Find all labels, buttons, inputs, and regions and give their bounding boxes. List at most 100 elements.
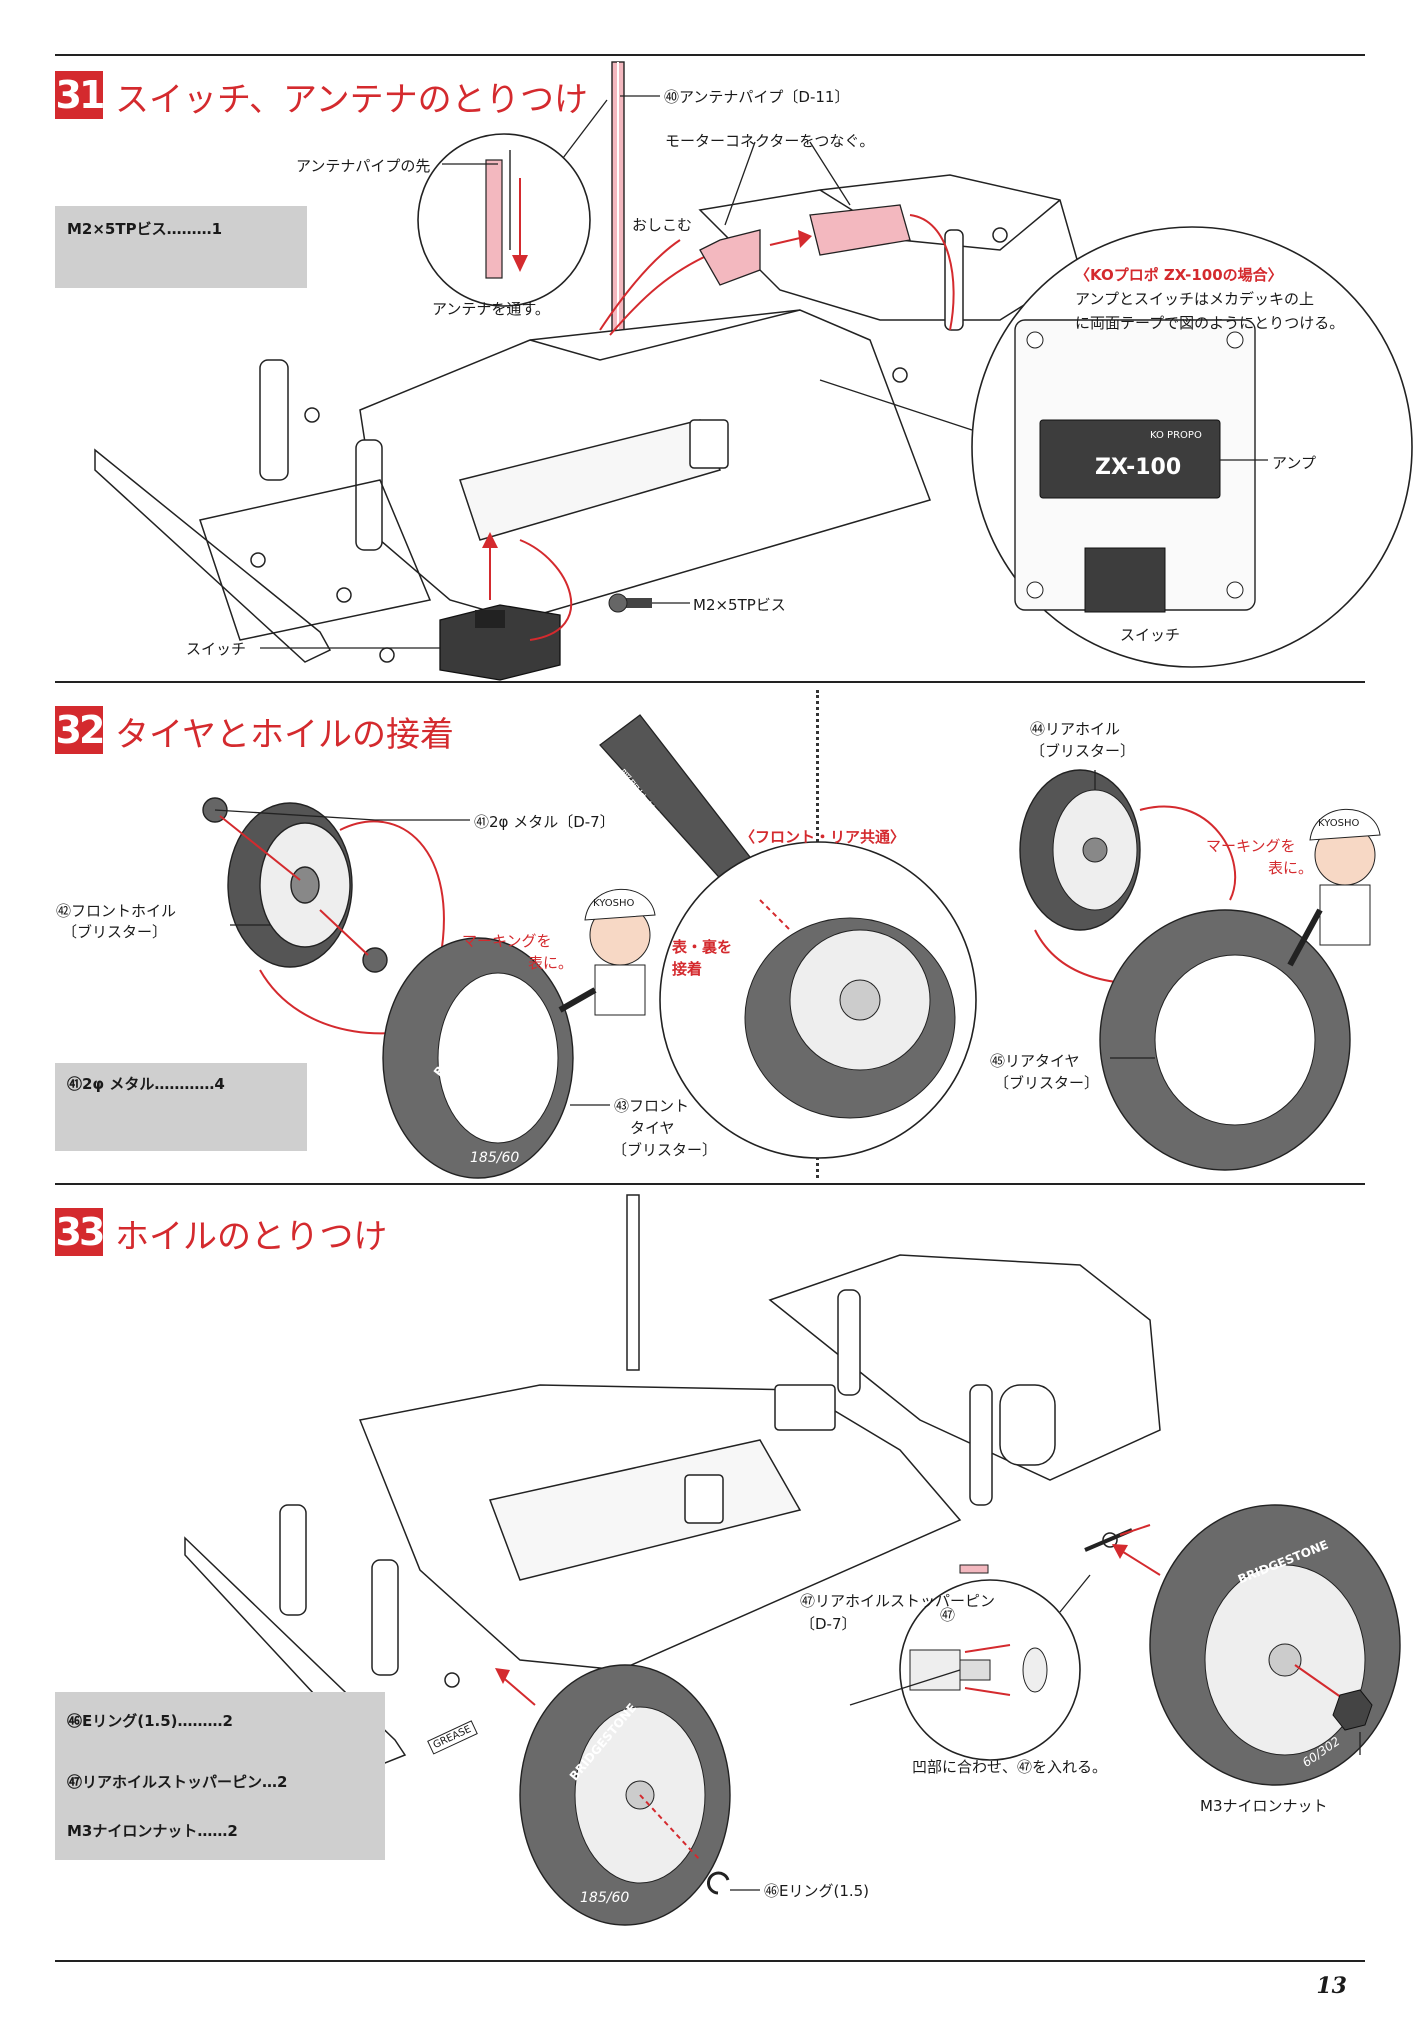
label-front-rear-common: 〈フロント・リア共通〉 (740, 828, 906, 846)
step-33-number: 33 (55, 1208, 105, 1256)
label-motor-connector: モーターコネクターをつなぐ。 (665, 132, 875, 150)
label-screw: M2×5TPビス (693, 596, 786, 614)
label-both-sides-1: 表・裏を (672, 938, 733, 956)
section-divider-31-32 (55, 681, 1365, 683)
label-front-tire-3: 〔ブリスター〕 (612, 1141, 718, 1159)
e-ring-illustration (706, 1871, 760, 1895)
tire-brand-rear: BRIDGESTONE (1190, 973, 1286, 1021)
part-qty: 1 (211, 220, 223, 238)
label-e-ring: ㊻Eリング(1.5) (764, 1882, 870, 1900)
tire-size-33-front: 185/60 (580, 1890, 630, 1906)
step-33-title: ホイルのとりつけ (115, 1217, 388, 1257)
label-ko-case-note-1: アンプとスイッチはメカデッキの上 (1075, 290, 1314, 308)
parts-row-stopper-pin: ㊼リアホイルストッパーピン…2 (67, 1771, 287, 1792)
label-stopper-pin-1: ㊼リアホイルストッパーピン (800, 1592, 996, 1610)
step-31-number: 31 (55, 71, 105, 119)
label-marking-rear-2: 表に。 (1268, 859, 1314, 877)
label-front-wheel-2: 〔ブリスター〕 (62, 923, 168, 941)
label-grease-tag: GREASE (427, 1720, 478, 1755)
label-align-note: 凹部に合わせ、㊼を入れる。 (912, 1758, 1108, 1776)
antenna-tip-zoom-circle (417, 99, 608, 307)
label-pin-num: ㊼ (940, 1606, 956, 1624)
section-32-dotted-divider (816, 690, 819, 1178)
page-number: 13 (1316, 1973, 1347, 1999)
label-metal-bearing: ㊶2φ メタル〔D-7〕 (474, 813, 615, 831)
label-push-in: おしこむ (632, 216, 693, 234)
label-stopper-pin-2: 〔D-7〕 (800, 1615, 857, 1633)
part-dots: ……… (166, 220, 212, 238)
parts-row-nylon-nut: M3ナイロンナット……2 (67, 1820, 238, 1841)
parts-row-m2x5-screw: M2×5TPビス………1 (67, 218, 222, 239)
label-marking-front-2: 表に。 (528, 954, 574, 972)
tp-screw-illustration (608, 593, 690, 613)
leader-lines (214, 95, 1361, 1755)
tire-brand-front: BRIDGESTONE (430, 994, 502, 1080)
step-31-title: スイッチ、アンテナのとりつけ (115, 80, 588, 120)
part-name: M3ナイロンナット (67, 1822, 198, 1840)
label-marking-front-1: マーキングを (462, 932, 552, 950)
label-antenna-pipe: ㊵アンテナパイプ〔D-11〕 (664, 88, 850, 106)
tire-size-33-rear: 60/302 (1299, 1734, 1343, 1770)
part-name: ㊶2φ メタル (67, 1075, 155, 1093)
parts-icons (156, 251, 376, 1849)
part-dots: …… (197, 1822, 228, 1840)
parts-row-metal: ㊶2φ メタル…………4 (67, 1073, 225, 1094)
section-divider-32-33 (55, 1183, 1365, 1185)
antenna-pipe-illustration (611, 61, 625, 335)
label-ko-case-note-2: に両面テープで図のようにとりつける。 (1075, 314, 1345, 332)
front-tire-33-illustration (495, 1664, 731, 1926)
rear-tire-illustration (1099, 909, 1351, 1171)
motor-connector-illustration (699, 204, 955, 331)
part-qty: 2 (222, 1712, 233, 1730)
label-front-tire-1: ㊸フロント (614, 1097, 690, 1115)
label-marking-rear-1: マーキングを (1206, 837, 1296, 855)
label-amp: アンプ (1272, 454, 1316, 472)
parts-row-e-ring: ㊻Eリング(1.5)………2 (67, 1710, 233, 1731)
front-wheel-illustration (202, 797, 471, 1035)
top-rule (55, 54, 1365, 56)
rear-tire-33-illustration (1112, 1504, 1401, 1786)
label-switch-inset: スイッチ (1120, 626, 1181, 644)
kyosho-cap-text-1: KYOSHO (593, 898, 635, 909)
tire-brand-33-rear: BRIDGESTONE (1235, 1537, 1331, 1587)
label-both-sides-2: 接着 (672, 960, 703, 978)
step-32-parts-box: ㊶2φ メタル…………4 (55, 1063, 307, 1151)
part-dots: … (262, 1773, 278, 1791)
rear-axle-stopper-pin (959, 1524, 1151, 1574)
part-qty: 2 (227, 1822, 238, 1840)
label-rear-wheel-2: 〔ブリスター〕 (1030, 742, 1136, 760)
part-name: ㊼リアホイルストッパーピン (67, 1773, 263, 1791)
label-ko-case-title: 〈KOプロポ ZX-100の場合〉 (1075, 266, 1283, 284)
tire-size-front: 185/60 (470, 1150, 520, 1166)
label-rear-wheel-1: ㊹リアホイル (1030, 720, 1121, 738)
part-qty: 4 (214, 1075, 225, 1093)
label-glue-bottle: 瞬間接着剤 (613, 767, 665, 828)
label-nylon-nut: M3ナイロンナット (1200, 1797, 1328, 1815)
zx100-model-text: ZX-100 (1095, 455, 1182, 480)
kyosho-boy-mascot-2 (1287, 808, 1381, 967)
kyosho-cap-text-2: KYOSHO (1318, 818, 1360, 829)
part-name: M2×5TPビス (67, 220, 167, 238)
front-tire-illustration (382, 937, 574, 1179)
rear-wheel-illustration (1019, 769, 1237, 985)
step-32-number: 32 (55, 706, 105, 754)
nylon-nut-illustration (1332, 1689, 1373, 1731)
label-rear-tire-2: 〔ブリスター〕 (994, 1074, 1100, 1092)
zx100-brand-text: KO PROPO (1150, 430, 1202, 441)
label-front-wheel-1: ㊷フロントホイル (56, 902, 177, 920)
label-switch: スイッチ (186, 640, 247, 658)
part-dots: ……… (177, 1712, 223, 1730)
label-front-tire-2: タイヤ (630, 1119, 675, 1137)
part-dots: ………… (154, 1075, 215, 1093)
label-antenna-pipe-tip: アンテナパイプの先 (296, 157, 431, 175)
part-qty: 2 (277, 1773, 288, 1791)
bottom-rule (55, 1960, 1365, 1962)
label-rear-tire-1: ㊺リアタイヤ (990, 1052, 1080, 1070)
chassis-33-illustration (184, 1194, 1161, 1766)
tire-brand-33-front: BRIDGESTONE (566, 1700, 640, 1784)
part-name: ㊻Eリング(1.5) (67, 1712, 178, 1730)
step-32-title: タイヤとホイルの接着 (115, 715, 454, 755)
step-31-parts-box: M2×5TPビス………1 (55, 206, 307, 288)
step-33-parts-box: ㊻Eリング(1.5)………2 ㊼リアホイルストッパーピン…2 M3ナイロンナット… (55, 1692, 385, 1860)
label-pass-antenna: アンテナを通す。 (432, 300, 550, 318)
